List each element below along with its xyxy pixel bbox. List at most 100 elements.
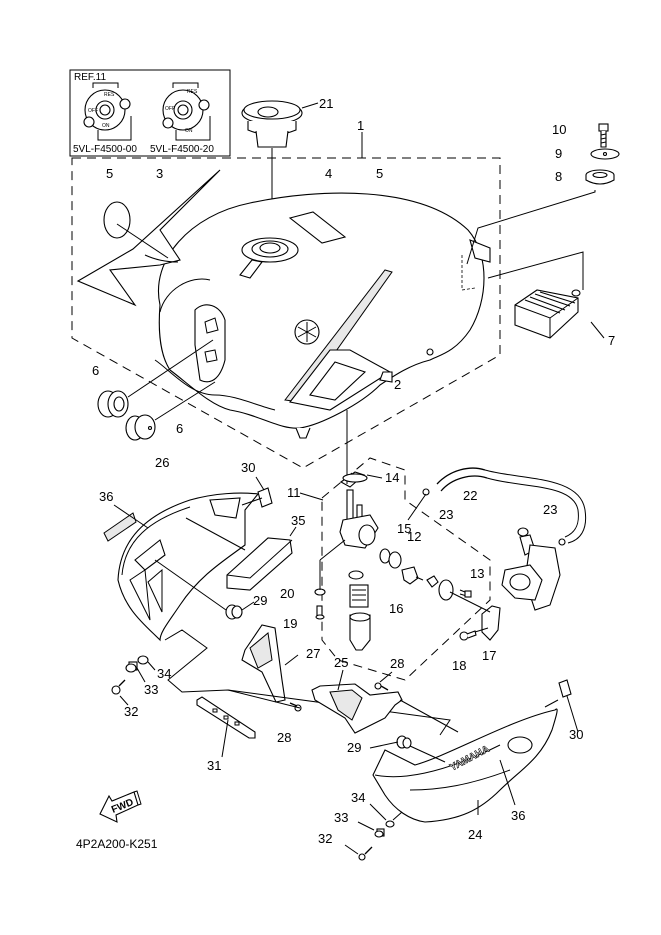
svg-text:OFF: OFF — [165, 106, 175, 112]
hose-clip — [422, 488, 430, 496]
grommet-left — [97, 390, 129, 418]
callout-33-right: 33 — [334, 810, 348, 825]
callout-32-left: 32 — [124, 704, 138, 719]
collar-33-right — [374, 828, 385, 838]
diagram-code: 4P2A200-K251 — [76, 837, 158, 851]
reference-box: REF.11 RES OFF ON RES OFF ON 5VL — [69, 69, 231, 157]
grommet-34-left — [137, 655, 149, 665]
fuel-cock-boundary — [321, 457, 491, 681]
callout-33-left: 33 — [144, 682, 158, 697]
part-number-variant-1: 5VL-F4500-00 — [73, 144, 137, 155]
fuel-cock-variant-2: RES OFF ON — [162, 82, 211, 141]
callout-5-right: 5 — [376, 166, 383, 181]
callout-28-left: 28 — [277, 730, 291, 745]
screw-19 — [315, 605, 325, 620]
callout-5-left: 5 — [106, 166, 113, 181]
decal-stripe — [76, 169, 221, 307]
badge-left — [103, 512, 137, 542]
callout-2: 2 — [394, 377, 401, 392]
callout-31: 31 — [207, 758, 221, 773]
decal-emblem — [103, 201, 131, 239]
bolt-32-right — [358, 846, 373, 861]
callout-17: 17 — [482, 648, 496, 663]
part-number-variant-2: 5VL-F4500-20 — [150, 144, 214, 155]
callout-28-right: 28 — [390, 656, 404, 671]
callout-4: 4 — [325, 166, 332, 181]
callout-8: 8 — [555, 169, 562, 184]
fuel-cock — [339, 410, 379, 651]
callout-1: 1 — [357, 118, 364, 133]
callout-29-left: 29 — [253, 593, 267, 608]
cock-gasket — [342, 473, 368, 483]
grommet-29-right — [396, 735, 412, 749]
callout-35: 35 — [291, 513, 305, 528]
callout-23-left: 23 — [439, 507, 453, 522]
callout-9: 9 — [555, 146, 562, 161]
fuel-hose — [436, 467, 587, 544]
cushion-pad — [226, 537, 293, 591]
callout-30-right: 30 — [569, 727, 583, 742]
hose-clip — [558, 538, 566, 546]
callout-15: 15 — [397, 521, 411, 536]
bracket-25 — [311, 683, 403, 734]
reference-label: REF.11 — [74, 72, 106, 83]
callout-18: 18 — [452, 658, 466, 673]
callout-25: 25 — [334, 655, 348, 670]
callout-6-left: 6 — [92, 363, 99, 378]
svg-text:ON: ON — [185, 128, 193, 134]
grommet-29-left — [225, 604, 243, 620]
callout-16: 16 — [389, 601, 403, 616]
svg-text:OFF: OFF — [88, 108, 98, 114]
side-cover-left — [117, 492, 260, 642]
callout-27: 27 — [306, 646, 320, 661]
svg-text:RES: RES — [104, 92, 115, 98]
mounting-plate — [196, 696, 256, 739]
bolt-32-left — [111, 679, 126, 695]
callout-34-left: 34 — [157, 666, 171, 681]
callout-26: 26 — [155, 455, 169, 470]
callout-6-right: 6 — [176, 421, 183, 436]
callout-7: 7 — [608, 333, 615, 348]
clip-left — [257, 487, 273, 508]
caution-label — [288, 211, 347, 244]
callout-11: 11 — [287, 485, 301, 500]
bracket-27 — [241, 624, 286, 703]
screw-28-left — [289, 702, 302, 712]
svg-text:ON: ON — [102, 123, 110, 129]
tank-cap — [241, 100, 303, 248]
fuel-cock-lever — [481, 605, 501, 641]
grommet-right — [125, 414, 156, 441]
callout-22: 22 — [463, 488, 477, 503]
callout-14: 14 — [385, 470, 399, 485]
callout-labels: 1 2 3 4 5 5 6 6 7 8 9 10 11 12 13 14 15 … — [92, 96, 615, 846]
tank-assembly-boundary — [71, 157, 501, 469]
callout-24: 24 — [468, 827, 482, 842]
callout-10: 10 — [552, 122, 566, 137]
side-cover-right: YAMAHA — [372, 708, 558, 823]
clip-right — [558, 679, 572, 698]
callout-20: 20 — [280, 586, 294, 601]
cock-gaskets — [379, 548, 472, 601]
carburetor — [501, 527, 561, 611]
callout-36-left: 36 — [99, 489, 113, 504]
callout-13: 13 — [470, 566, 484, 581]
callout-29-right: 29 — [347, 740, 361, 755]
fuel-tank — [154, 192, 491, 439]
callout-34-right: 34 — [351, 790, 365, 805]
callout-23-right: 23 — [543, 502, 557, 517]
damper-pad — [514, 289, 581, 339]
grommet-34-right — [385, 820, 395, 828]
screw — [459, 630, 477, 641]
callout-32-right: 32 — [318, 831, 332, 846]
forward-direction-arrow: FWD — [99, 790, 142, 823]
callout-3: 3 — [156, 166, 163, 181]
callout-19: 19 — [283, 616, 297, 631]
collar-33-left — [125, 661, 138, 673]
svg-text:RES: RES — [187, 89, 198, 95]
screw-28-right — [374, 682, 389, 691]
callout-21: 21 — [319, 96, 333, 111]
callout-30-left: 30 — [241, 460, 255, 475]
callout-36-right: 36 — [511, 808, 525, 823]
callout-12: 12 — [407, 529, 421, 544]
